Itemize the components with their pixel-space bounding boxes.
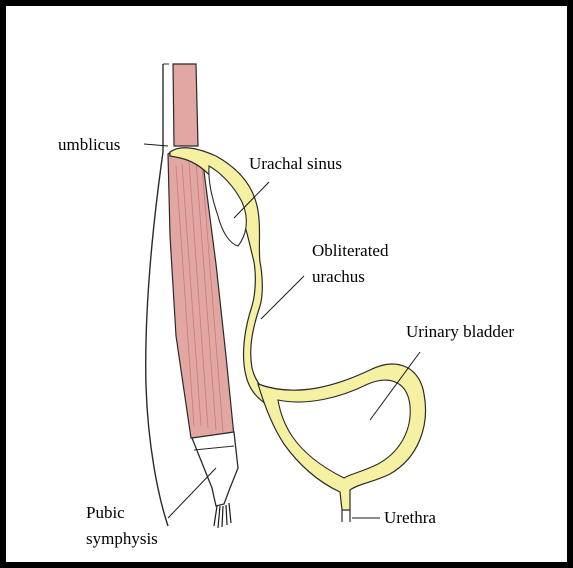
label-pubic: Pubic bbox=[86, 503, 125, 522]
label-urethra: Urethra bbox=[384, 508, 436, 527]
rectus-muscle-upper bbox=[173, 64, 198, 146]
urethra bbox=[342, 510, 350, 522]
urachal-anatomy-diagram: umblicus Urachal sinus Obliterated urach… bbox=[6, 6, 573, 568]
leader-pubic-symphysis bbox=[168, 468, 216, 518]
label-symphysis: symphysis bbox=[86, 529, 158, 548]
label-obliterated: Obliterated bbox=[312, 241, 389, 260]
symphysis-fibers bbox=[214, 503, 231, 528]
leader-obliterated-urachus bbox=[261, 276, 304, 319]
leader-umblicus bbox=[144, 144, 168, 146]
label-urachus: urachus bbox=[312, 267, 365, 286]
label-umblicus: umblicus bbox=[58, 135, 120, 154]
abdominal-wall-outer-line bbox=[146, 64, 168, 526]
label-urinary-bladder: Urinary bladder bbox=[406, 322, 514, 341]
label-urachal-sinus: Urachal sinus bbox=[249, 154, 342, 173]
